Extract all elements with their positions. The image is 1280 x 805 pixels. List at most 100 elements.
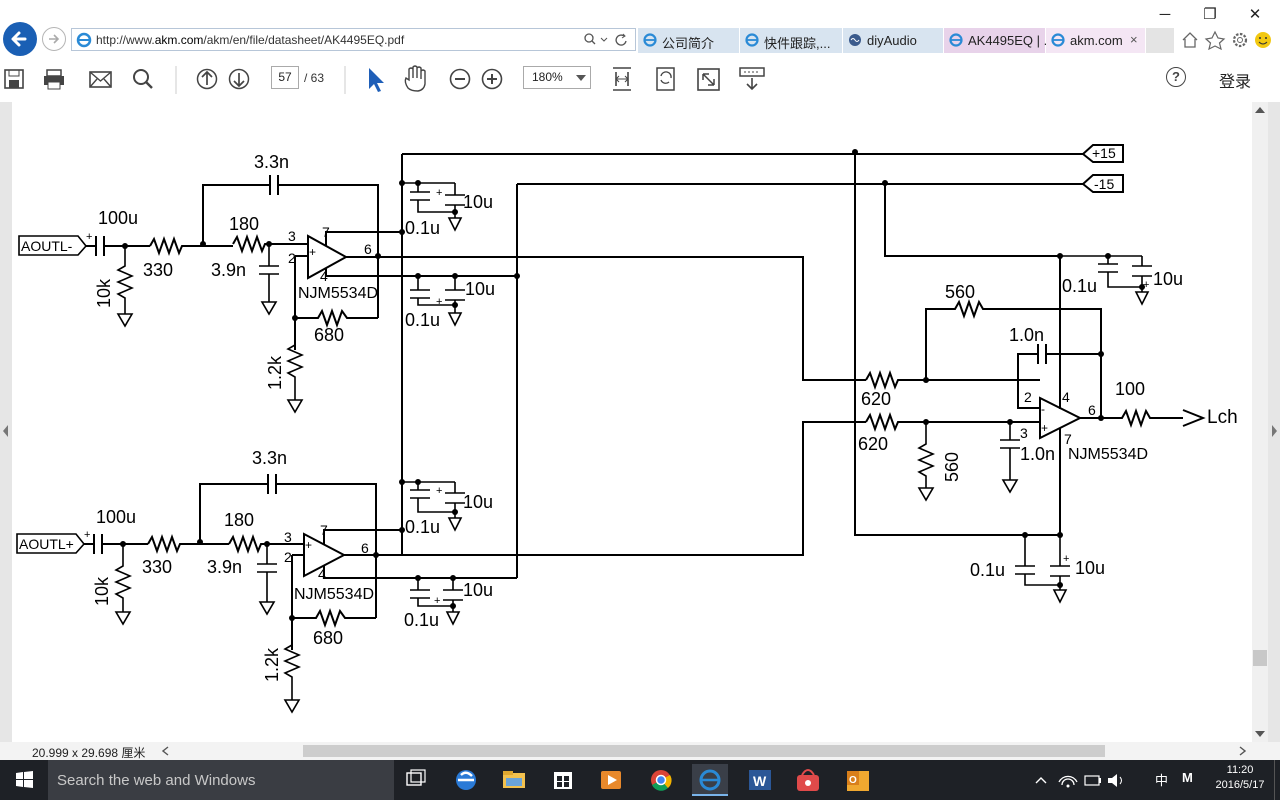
tab-express-tracking[interactable]: 快件跟踪,... bbox=[740, 28, 843, 53]
hand-pan-icon[interactable] bbox=[404, 65, 426, 92]
stage1-decoupling-bottom: + 0.1u 10u bbox=[405, 276, 495, 330]
r-gnd-label: 10k bbox=[94, 278, 114, 308]
pos-rail-drop bbox=[854, 152, 1060, 536]
minimize-button[interactable]: ─ bbox=[1159, 6, 1171, 23]
print-icon[interactable] bbox=[44, 69, 64, 90]
pin6-label: 6 bbox=[364, 241, 372, 257]
svg-text:+: + bbox=[305, 538, 312, 552]
tab-akm-active[interactable]: akm.com × bbox=[1046, 28, 1146, 53]
start-button[interactable] bbox=[0, 760, 48, 800]
r-inm-label: 620 bbox=[861, 389, 891, 409]
r-gnd2-label: 1.2k bbox=[265, 355, 285, 390]
taskbar-search-box[interactable] bbox=[48, 760, 394, 800]
email-icon[interactable] bbox=[89, 71, 112, 88]
search-refresh-icons[interactable] bbox=[584, 33, 632, 47]
stage2-buffer: AOUTL+ + 100u 10k 330 3.3n 180 3.9n + 3 … bbox=[16, 421, 866, 714]
zoom-in-icon[interactable] bbox=[481, 68, 503, 90]
address-bar[interactable]: http://www.akm.com/akm/en/file/datasheet… bbox=[71, 28, 636, 51]
vertical-scroll-thumb[interactable] bbox=[1253, 650, 1267, 666]
r-inp-label: 620 bbox=[858, 434, 888, 454]
ime-language-indicator[interactable]: 中 bbox=[1155, 773, 1169, 788]
favorites-star-icon[interactable] bbox=[1204, 30, 1226, 50]
scroll-right-icon[interactable] bbox=[1238, 746, 1246, 756]
pin4-label: 4 bbox=[318, 566, 326, 582]
login-button[interactable]: 登录 bbox=[1219, 74, 1252, 91]
full-screen-icon[interactable] bbox=[697, 68, 720, 91]
select-cursor-icon[interactable] bbox=[369, 68, 384, 92]
pin2-label: 2 bbox=[288, 250, 296, 266]
battery-icon[interactable] bbox=[1084, 775, 1101, 786]
stage2-decoupling-top: + 0.1u 10u bbox=[402, 481, 493, 537]
volume-icon[interactable] bbox=[1108, 774, 1122, 787]
close-window-button[interactable]: ✕ bbox=[1248, 6, 1262, 23]
opamp-label: NJM5534D bbox=[298, 285, 378, 302]
neg-rail-drop bbox=[884, 183, 1060, 257]
tab-ak4495eq[interactable]: AK4495EQ | ... bbox=[944, 28, 1054, 53]
home-icon[interactable] bbox=[1182, 32, 1198, 48]
browser-right-icons bbox=[1182, 30, 1271, 50]
right-panel-arrow-icon[interactable] bbox=[1270, 424, 1278, 438]
left-panel-arrow-icon[interactable] bbox=[2, 424, 10, 438]
junction-dots bbox=[120, 149, 1145, 621]
ie-taskbar-icon[interactable] bbox=[699, 769, 721, 791]
previous-page-icon[interactable] bbox=[196, 68, 218, 90]
zoom-select[interactable]: 180% bbox=[523, 66, 591, 89]
new-tab-button[interactable] bbox=[1146, 28, 1174, 53]
settings-gear-icon[interactable] bbox=[1232, 32, 1248, 48]
r-series-label: 180 bbox=[229, 214, 259, 234]
r-gnd-label: 10k bbox=[92, 576, 112, 606]
scroll-down-icon[interactable] bbox=[1255, 730, 1265, 738]
neg-rail-wire bbox=[516, 183, 1083, 578]
show-desktop-button[interactable] bbox=[1274, 760, 1280, 800]
edge-icon[interactable] bbox=[456, 770, 476, 790]
scroll-up-icon[interactable] bbox=[1255, 106, 1265, 114]
vertical-scrollbar[interactable] bbox=[1252, 102, 1268, 742]
ime-mode-indicator[interactable]: M bbox=[1182, 770, 1193, 785]
network-icon[interactable] bbox=[1058, 775, 1078, 788]
page-size-readout: 20.999 x 29.698 厘米 bbox=[32, 746, 146, 760]
task-view-icon[interactable] bbox=[406, 769, 426, 786]
help-button[interactable]: ? bbox=[1166, 67, 1186, 87]
back-button[interactable] bbox=[3, 22, 37, 56]
zoom-out-icon[interactable] bbox=[449, 68, 471, 90]
download-options-icon[interactable] bbox=[739, 67, 765, 91]
store-icon[interactable] bbox=[554, 772, 572, 789]
shopping-bag-icon[interactable] bbox=[797, 769, 819, 791]
diff-decoupling-top: + 0.1u 10u bbox=[1060, 255, 1183, 306]
r-in-label: 330 bbox=[143, 260, 173, 280]
tab-diyaudio[interactable]: diyAudio bbox=[843, 28, 944, 53]
word-icon[interactable]: W bbox=[749, 770, 771, 790]
fit-width-icon[interactable] bbox=[613, 67, 631, 91]
url-text: http://www.akm.com/akm/en/file/datasheet… bbox=[96, 33, 405, 47]
scroll-left-icon[interactable] bbox=[162, 746, 170, 756]
file-explorer-icon[interactable] bbox=[503, 771, 525, 788]
rotate-page-icon[interactable] bbox=[656, 67, 675, 91]
pin2-label: 2 bbox=[284, 549, 292, 565]
tab-company-intro[interactable]: 公司简介 bbox=[638, 28, 740, 53]
pin3-label: 3 bbox=[288, 228, 296, 244]
tab-close-button[interactable]: × bbox=[1130, 32, 1138, 47]
chrome-icon[interactable] bbox=[651, 770, 672, 791]
search-icon[interactable] bbox=[133, 69, 153, 89]
outlook-icon[interactable]: O bbox=[847, 771, 869, 791]
page-number-input[interactable]: 57 bbox=[271, 66, 299, 89]
horizontal-scroll-thumb[interactable] bbox=[303, 745, 1105, 757]
ie-page-icon bbox=[76, 32, 92, 48]
forward-button[interactable] bbox=[42, 27, 66, 51]
chevron-up-icon[interactable] bbox=[1035, 777, 1047, 784]
ie-icon bbox=[949, 33, 963, 47]
decoup-cer-label: 0.1u bbox=[404, 610, 439, 630]
next-page-icon[interactable] bbox=[228, 68, 250, 90]
media-player-icon[interactable] bbox=[601, 771, 621, 789]
save-icon[interactable] bbox=[4, 69, 24, 89]
taskbar-clock[interactable]: 11:20 2016/5/17 bbox=[1212, 763, 1268, 793]
r-fb-label: 680 bbox=[313, 628, 343, 648]
taskbar-apps: W O bbox=[406, 764, 869, 796]
smiley-feedback-icon[interactable] bbox=[1255, 32, 1271, 48]
pin4-label: 4 bbox=[1062, 389, 1070, 405]
pos-rail-flag bbox=[1081, 144, 1124, 163]
restore-button[interactable]: ❐ bbox=[1203, 6, 1217, 23]
diyaudio-icon bbox=[849, 34, 861, 46]
pin6-label: 6 bbox=[361, 540, 369, 556]
svg-text:+: + bbox=[1063, 553, 1069, 565]
